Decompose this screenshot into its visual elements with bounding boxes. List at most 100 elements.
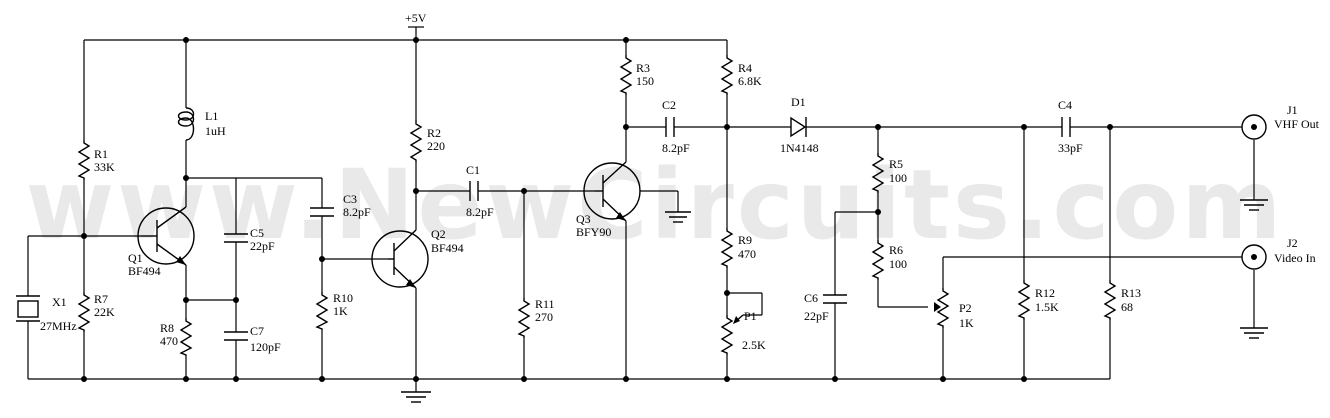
label-q3-ref: Q3 — [576, 212, 591, 226]
inductor-l1 — [177, 107, 195, 141]
diode-d1 — [790, 116, 807, 138]
label-p2-ref: P2 — [959, 301, 972, 315]
capacitor-c2 — [665, 117, 675, 137]
label-q3-value: BFY90 — [576, 225, 611, 239]
potentiometer-p2 — [936, 288, 950, 328]
ground-main — [401, 391, 431, 403]
label-r10-value: 1K — [333, 304, 348, 318]
label-c3-value: 8.2pF — [343, 205, 371, 219]
ground-j1 — [1240, 199, 1268, 211]
label-l1-value: 1uH — [205, 124, 226, 138]
label-r13-value: 68 — [1121, 300, 1133, 314]
transistor-q3 — [583, 161, 641, 222]
transistor-q2 — [371, 229, 429, 289]
label-j1-ref: J1 — [1287, 103, 1298, 117]
label-x1-ref: X1 — [52, 295, 67, 309]
label-vcc: +5V — [405, 11, 427, 25]
label-q2-ref: Q2 — [431, 227, 446, 241]
label-r8-ref: R8 — [160, 321, 174, 335]
label-r12-value: 1.5K — [1035, 300, 1059, 314]
label-r3-ref: R3 — [636, 61, 650, 75]
label-d1-value: 1N4148 — [780, 141, 819, 155]
label-p1-value: 2.5K — [742, 338, 766, 352]
label-c5-value: 22pF — [250, 239, 275, 253]
label-x1-value: 27MHz — [40, 319, 77, 333]
label-r8-value: 470 — [160, 334, 178, 348]
label-r12-ref: R12 — [1035, 286, 1055, 300]
label-r1-value: 33K — [94, 160, 115, 174]
resistor-r13 — [1103, 280, 1117, 320]
jack-j1 — [1241, 114, 1267, 140]
capacitor-c7 — [224, 331, 248, 341]
p1-wiper-arrow — [733, 314, 744, 324]
label-c4-value: 33pF — [1058, 141, 1083, 155]
resistor-r7 — [77, 292, 91, 332]
label-r9-value: 470 — [738, 247, 756, 261]
label-c6-value: 22pF — [804, 309, 829, 323]
label-r13-ref: R13 — [1121, 286, 1141, 300]
label-c7-value: 120pF — [250, 340, 281, 354]
label-r2-ref: R2 — [427, 126, 441, 140]
label-c1-value: 8.2pF — [466, 205, 494, 219]
resistor-r1 — [77, 140, 91, 180]
label-r7-ref: R7 — [94, 292, 108, 306]
label-l1-ref: L1 — [205, 109, 218, 123]
junction-dots — [81, 37, 1113, 382]
p2-wiper-arrow — [934, 302, 941, 312]
resistor-r6 — [871, 240, 885, 280]
capacitor-c4 — [1061, 117, 1071, 137]
capacitor-c3 — [310, 207, 334, 217]
label-r3-value: 150 — [636, 74, 654, 88]
wires — [27, 26, 1255, 392]
label-r6-ref: R6 — [889, 243, 903, 257]
label-c2-value: 8.2pF — [662, 141, 690, 155]
label-r7-value: 22K — [94, 305, 115, 319]
crystal-x1 — [16, 295, 40, 322]
resistor-r12 — [1017, 280, 1031, 320]
label-r11-value: 270 — [535, 310, 553, 324]
label-r9-ref: R9 — [738, 233, 752, 247]
label-c7-ref: C7 — [250, 324, 264, 338]
label-j2-ref: J2 — [1287, 236, 1298, 250]
label-c4-ref: C4 — [1058, 98, 1072, 112]
ground-j2 — [1240, 327, 1268, 339]
transistor-q1 — [137, 206, 195, 266]
resistor-r5 — [871, 153, 885, 193]
resistor-r11 — [517, 298, 531, 338]
label-c2-ref: C2 — [662, 98, 676, 112]
capacitor-c5 — [224, 233, 248, 243]
label-q1-value: BF494 — [128, 264, 161, 278]
label-c5-ref: C5 — [250, 226, 264, 240]
capacitor-c1 — [469, 181, 479, 201]
label-r11-ref: R11 — [535, 297, 555, 311]
label-c3-ref: C3 — [343, 192, 357, 206]
capacitor-c6 — [823, 294, 847, 304]
resistor-r10 — [315, 292, 329, 330]
label-r10-ref: R10 — [333, 291, 353, 305]
label-r5-value: 100 — [889, 171, 907, 185]
resistor-r9 — [720, 228, 734, 268]
potentiometer-p1 — [720, 315, 734, 355]
label-q1-ref: Q1 — [128, 251, 143, 265]
resistor-r2 — [409, 120, 423, 162]
label-c6-ref: C6 — [804, 291, 818, 305]
label-r4-value: 6.8K — [738, 74, 762, 88]
label-p1-ref: P1 — [744, 309, 757, 323]
label-c1-ref: C1 — [466, 163, 480, 177]
jack-j2 — [1241, 244, 1267, 270]
resistor-r8 — [179, 318, 193, 356]
label-p2-value: 1K — [959, 316, 974, 330]
label-q2-value: BF494 — [431, 241, 464, 255]
label-r4-ref: R4 — [738, 61, 752, 75]
label-r5-ref: R5 — [889, 157, 903, 171]
label-r1-ref: R1 — [94, 147, 108, 161]
label-r2-value: 220 — [427, 139, 445, 153]
watermark: www.NewCircuits.com — [26, 149, 1285, 261]
ground-q3-emitter — [665, 211, 691, 223]
resistor-r4 — [720, 55, 734, 95]
label-r6-value: 100 — [889, 257, 907, 271]
label-j1-value: VHF Out — [1274, 117, 1320, 131]
label-j2-value: Video In — [1274, 251, 1316, 265]
resistor-r3 — [619, 55, 633, 95]
